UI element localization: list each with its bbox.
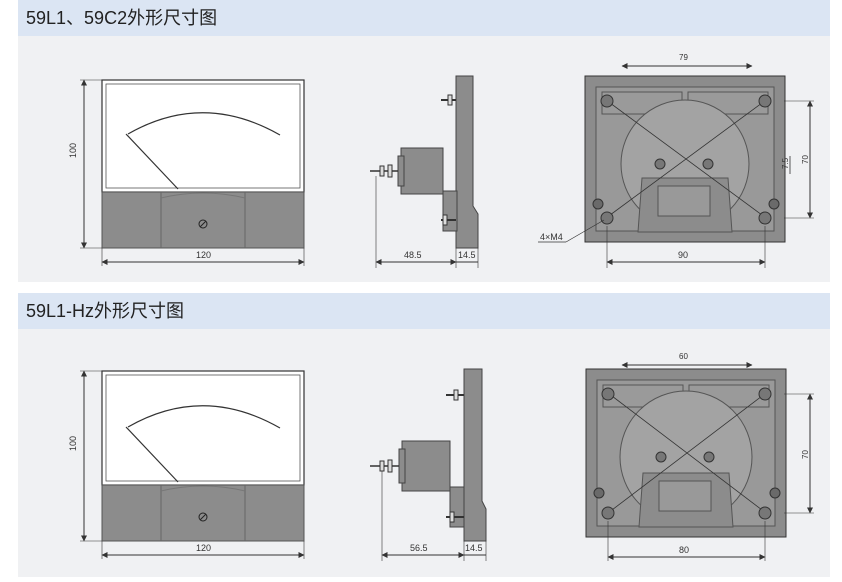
flange-dim: 14.5 — [458, 250, 476, 260]
drawing-panel: 100 120 — [18, 36, 830, 282]
section-59l1-hz: 59L1-Hz外形尺寸图 — [18, 293, 830, 577]
scale-arc — [127, 112, 281, 136]
back-view: 60 80 70 — [585, 352, 814, 561]
height-dim: 100 — [68, 436, 78, 451]
dimension-drawing: 100 120 — [68, 53, 814, 268]
depth-dim: 56.5 — [410, 543, 428, 553]
section-59l1-59c2: 59L1、59C2外形尺寸图 — [18, 0, 830, 282]
holes-label: 4×M4 — [540, 232, 563, 242]
scale-arc — [127, 405, 281, 429]
dimension-drawing: 100 120 — [68, 352, 814, 561]
depth-dim: 48.5 — [404, 250, 422, 260]
width-dim: 120 — [196, 250, 211, 260]
top-dim: 60 — [679, 352, 688, 361]
side-view: 48.5 14.5 — [370, 75, 479, 268]
right-dim: 70 — [801, 450, 810, 459]
section-title: 59L1、59C2外形尺寸图 — [18, 0, 830, 36]
width-dim: 120 — [196, 543, 211, 553]
back-view: 79 90 70 7.5 4×M4 — [538, 53, 814, 268]
needle — [125, 133, 179, 190]
top-dim: 79 — [679, 53, 688, 62]
front-view: 100 120 — [68, 79, 305, 266]
section-title: 59L1-Hz外形尺寸图 — [18, 293, 830, 329]
bottom-dim: 90 — [678, 250, 688, 260]
right-inner-dim: 7.5 — [781, 157, 790, 169]
front-view: 100 120 — [68, 370, 305, 559]
bottom-dim: 80 — [679, 545, 689, 555]
side-view: 56.5 14.5 — [370, 368, 487, 561]
drawing-panel: 100 120 — [18, 329, 830, 577]
right-outer-dim: 70 — [801, 155, 810, 164]
needle — [125, 426, 179, 483]
height-dim: 100 — [68, 143, 78, 158]
flange-dim: 14.5 — [465, 543, 483, 553]
